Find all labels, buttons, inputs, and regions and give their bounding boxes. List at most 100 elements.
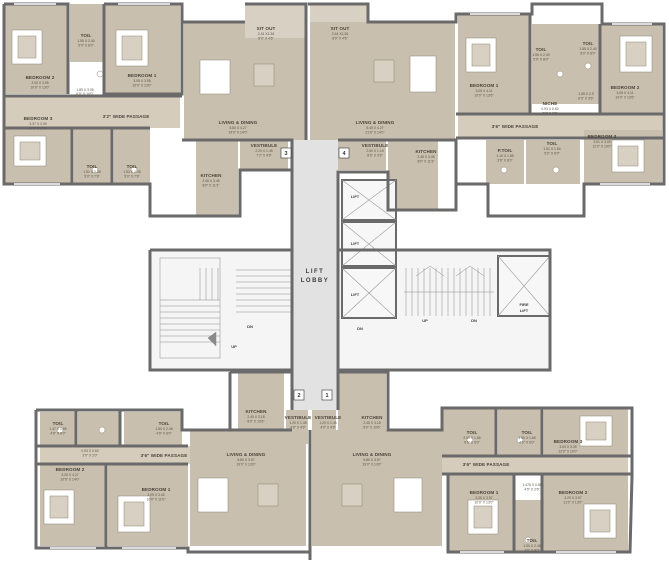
tl-vestibule-dim1: 2.20 X 1.45 — [255, 149, 272, 153]
tr-toilet-a-dim1: 1.55 X 2.40 — [532, 53, 549, 57]
tl-passage-note-dim2: 6'0" X 10'0" — [76, 92, 94, 96]
tr-niche-dim1: 0.93 X 0.60 — [541, 107, 558, 111]
core-labels: LIFT LOBBY LIFT LIFT LIFT FIRE LIFT UP D… — [231, 194, 529, 349]
tr-ptoil-name: P.TOIL — [498, 148, 513, 153]
bl-bedroom2-dim1: 3.20 X 4.27 — [61, 473, 78, 477]
core — [150, 140, 551, 410]
tl-toilet-a-name: TOIL — [87, 164, 98, 169]
bl-vestibule-dim1: 1.20 X 1.45 — [289, 421, 306, 425]
br-bedroom1-dim1: 3.05 X 3.97 — [475, 496, 492, 500]
stair-up-right: UP — [422, 318, 428, 323]
br-bedroom1-name: BEDROOM 1 — [470, 490, 499, 495]
tl-toilet-top-name: TOIL — [81, 33, 92, 38]
furniture — [11, 29, 653, 544]
tr-living-name: LIVING & DINING — [356, 120, 395, 125]
flat-number-4: 4 — [342, 151, 346, 157]
br-passage — [442, 456, 628, 474]
tl-bedroom2-dim1: 3.00 X 3.95 — [31, 81, 48, 85]
br-living — [312, 430, 442, 546]
bl-bedroom1-dim1: 3.05 X 3.40 — [147, 493, 164, 497]
flat-number-3: 3 — [284, 151, 287, 157]
br-bedroom3-name: BEDROOM 3 — [554, 439, 583, 444]
stair-left — [159, 257, 292, 359]
br-toilet-b-dim1: 1.50 X 1.85 — [518, 436, 535, 440]
tr-bedroom1-dim1: 3.05 X 4.11 — [475, 89, 492, 93]
br-vestibule-dim2: 4'0" X 4'9" — [320, 426, 336, 430]
br-kitchen-dim2: 8'0" X 10'6" — [363, 426, 381, 430]
lift-lobby-label-2: LOBBY — [301, 278, 330, 284]
bl-vestibule-dim2: 4'0" X 4'9" — [290, 426, 306, 430]
fire-lift-label-1: FIRE — [519, 302, 528, 307]
br-kitchen-name: KITCHEN — [361, 415, 383, 420]
tl-toilet-top — [70, 4, 103, 62]
br-toilet-b — [498, 408, 542, 456]
flat-numbers: 3 4 2 1 — [280, 147, 350, 401]
br-toilet-c-name: TOIL — [527, 538, 538, 543]
tl-sitout — [245, 4, 305, 38]
core-fill-left — [150, 250, 292, 370]
tl-toilet-b-dim1: 1.53 X 2.35 — [123, 170, 140, 174]
tr-passage-note-dim2: 6'0" X 9'6" — [578, 97, 594, 101]
tl-toilet-a-dim2: 5'0" X 7'9" — [84, 175, 100, 179]
tl-bedroom2-dim2: 10'0" X 13'0" — [30, 86, 50, 90]
stair-dn-right: DN — [471, 318, 477, 323]
tr-passage-name: 3'6" WIDE PASSAGE — [492, 124, 539, 129]
br-kitchen-dim1: 2.45 X 3.18 — [363, 421, 380, 425]
tl-kitchen-dim1: 2.45 X 3.45 — [202, 179, 219, 183]
bl-passage-note-dim1: 0.93 X 0.60 — [81, 449, 98, 453]
bl-toilet-a-dim1: 1.47 X 1.85 — [49, 427, 66, 431]
tl-sitout-name: SIT OUT — [257, 26, 276, 31]
tl-bedroom1-dim2: 10'0" X 13'0" — [132, 84, 152, 88]
bl-toilet-b-dim2: 4'9" X 8'0" — [156, 432, 172, 436]
tl-living-name: LIVING & DINING — [219, 120, 258, 125]
bl-toilet-a-name: TOIL — [53, 421, 64, 426]
tl-vestibule — [240, 140, 288, 170]
tr-kitchen-dim2: 8'0" X 11'3" — [417, 160, 435, 164]
br-bedroom2-name: BEDROOM 2 — [559, 490, 588, 495]
tr-ptoil-dim2: 3'6" X 6'0" — [497, 159, 513, 163]
br-passage-name: 3'6" WIDE PASSAGE — [463, 462, 510, 467]
br-vestibule-dim1: 1.20 X 1.45 — [319, 421, 336, 425]
tr-toilet-c-dim2: 5'0" X 6'0" — [544, 152, 560, 156]
tl-toilet-b-dim2: 5'0" X 7'9" — [124, 175, 140, 179]
tl-kitchen — [196, 140, 238, 216]
tr-kitchen-name: KITCHEN — [415, 149, 437, 154]
tl-living-dim1: 5.80 X 4.27 — [229, 126, 246, 130]
lift-3-label: LIFT — [351, 292, 360, 297]
br-passage-note-dim2: 4'9" X 2'6" — [524, 488, 540, 492]
tl-bedroom3-dim1: 3.37 X 3.30 — [29, 122, 46, 126]
bl-living-name: LIVING & DINING — [227, 452, 266, 457]
stair-dn-left-2: DN — [357, 326, 363, 331]
tr-passage-note-dim1: 1.85 X 2.9 — [578, 92, 594, 96]
bl-bedroom2-dim2: 10'6" X 14'0" — [60, 478, 80, 482]
tr-vestibule-dim1: 2.60 X 1.15 — [366, 149, 383, 153]
br-toilet-b-dim2: 4'9" X 6'0" — [519, 441, 535, 445]
br-toilet-c-dim2: 4'9" X 8'0" — [524, 549, 540, 553]
br-toilet-a — [442, 408, 496, 456]
stair-up-left: UP — [231, 344, 237, 349]
tl-passage-name: 3'2" WIDE PASSAGE — [103, 114, 150, 119]
stair-dn-left-1: DN — [247, 324, 253, 329]
tr-kitchen-dim1: 2.45 X 3.45 — [417, 155, 434, 159]
tr-bedroom2-dim2: 10'0" X 13'6" — [615, 96, 635, 100]
br-living-name: LIVING & DINING — [353, 452, 392, 457]
tr-living-dim2: 21'0" X 14'0" — [365, 131, 385, 135]
fire-lift-label-2: LIFT — [520, 308, 529, 313]
tr-niche-name: NICHE — [543, 101, 558, 106]
tl-toilet-b-name: TOIL — [127, 164, 138, 169]
tr-sitout-dim1: 2.44 X1.36 — [332, 32, 349, 36]
lift-lobby-label-1: LIFT — [306, 269, 325, 275]
br-vestibule-name: VESTIBULE — [315, 415, 342, 420]
tl-kitchen-name: KITCHEN — [200, 173, 222, 178]
windows — [14, 3, 652, 553]
br-living-dim2: 19'0" X 13'0" — [362, 463, 382, 467]
tr-bedroom3-name: BEDROOM 3 — [588, 134, 617, 139]
br-bedroom3-dim1: 3.00 X 3.05 — [559, 445, 576, 449]
bl-bedroom1-name: BEDROOM 1 — [142, 487, 171, 492]
tr-bedroom1-name: BEDROOM 1 — [470, 83, 499, 88]
tr-ptoil-dim1: 1.10 X 1.85 — [496, 154, 513, 158]
tl-bedroom3-dim2: 11'0" X 11'0" — [29, 127, 48, 131]
bl-kitchen-dim2: 8'0" X 10'6" — [247, 420, 265, 424]
tr-toilet-a-name: TOIL — [536, 47, 547, 52]
br-passage-note-dim1: 1.475 X 0.85 — [522, 483, 541, 487]
